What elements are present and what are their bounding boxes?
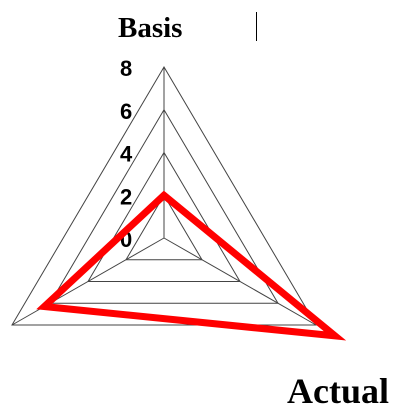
- axis-title-actual: Actual: [287, 371, 389, 409]
- tick-label: 4: [120, 142, 133, 167]
- grid-ring-8: [11, 66, 317, 326]
- tick-label: 2: [120, 184, 132, 209]
- series-polygon-1: [36, 190, 347, 341]
- axis-title-basis: Basis: [118, 12, 183, 44]
- tick-label: 8: [120, 56, 132, 81]
- tick-label: 6: [120, 99, 132, 124]
- text-cursor-mark: [256, 12, 257, 41]
- axis-line-3: [163, 237, 317, 326]
- grid-ring-4: [87, 151, 241, 282]
- grid-ring-2: [125, 194, 203, 261]
- axis-line-2: [11, 237, 165, 326]
- grid-ring-6: [49, 108, 279, 304]
